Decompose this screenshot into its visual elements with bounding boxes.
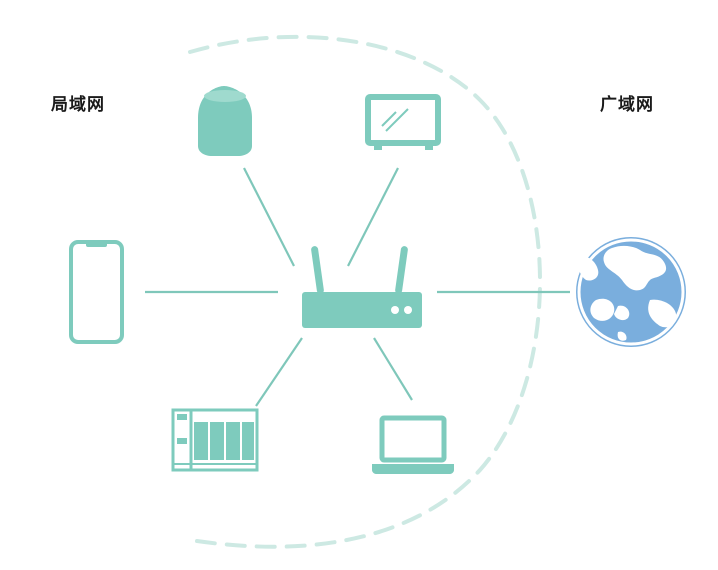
link-nas — [255, 337, 303, 407]
lan-label: 局域网 — [51, 95, 105, 115]
laptop-icon — [372, 415, 454, 474]
link-laptop — [373, 337, 413, 401]
smartphone-icon — [69, 240, 124, 344]
link-tv — [347, 167, 399, 267]
nas-storage-icon — [171, 408, 259, 472]
tv-icon — [365, 94, 441, 150]
smart-speaker-icon — [198, 86, 252, 156]
links — [145, 167, 570, 407]
router-icon — [302, 246, 422, 328]
wan-label: 广域网 — [600, 95, 654, 115]
link-smart-speaker — [243, 167, 295, 267]
globe-icon — [576, 237, 686, 347]
